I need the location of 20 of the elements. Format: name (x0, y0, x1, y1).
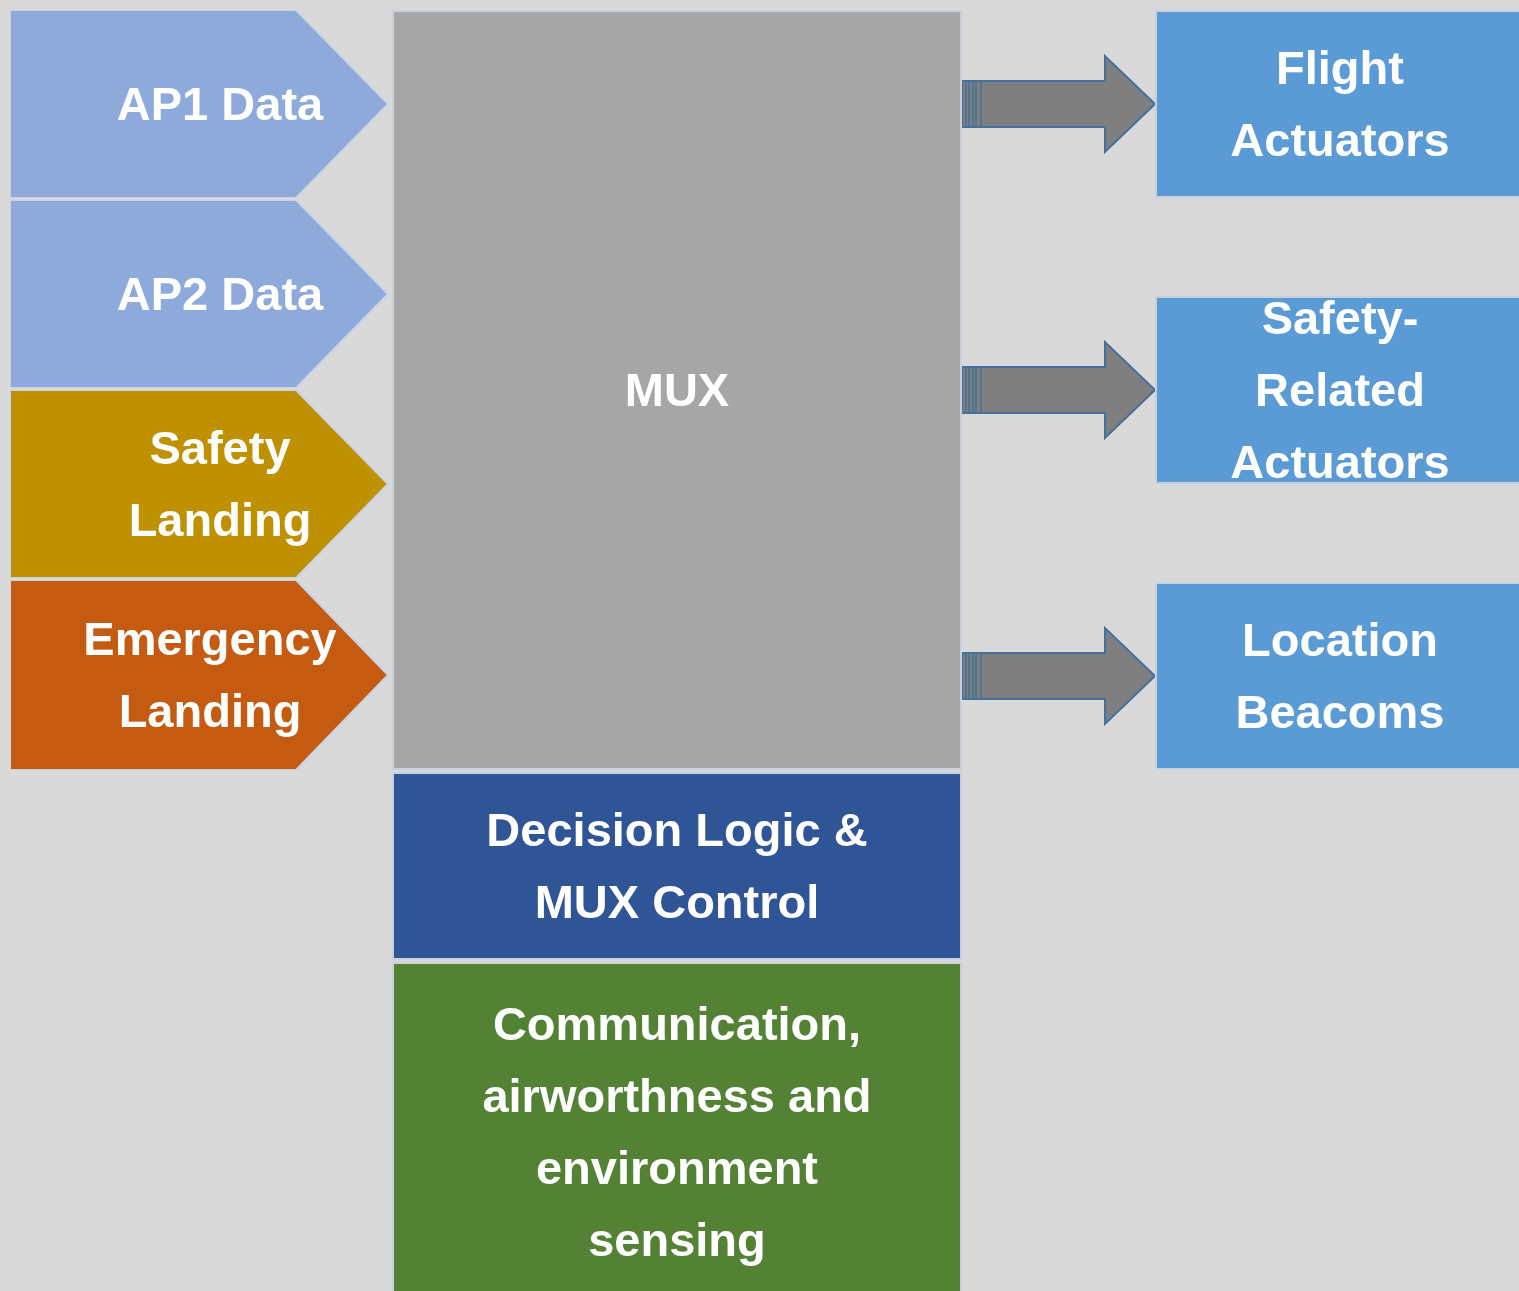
process-box (392, 962, 962, 1291)
chevron-arrow-shape (10, 200, 390, 388)
node-label: Decision Logic & MUX Control (485, 802, 869, 930)
chevron-arrow-shape (10, 10, 390, 198)
chevron-arrow-shape (10, 580, 390, 770)
node-label: Safety-Related Actuators (1229, 290, 1451, 490)
node-label: MUX (623, 362, 731, 418)
chevron-arrow-shape (10, 390, 390, 578)
node-label: AP1 Data (115, 76, 325, 132)
process-box (1155, 10, 1519, 198)
process-box (1155, 296, 1519, 484)
node-label: Location Beacoms (1234, 612, 1446, 740)
node-label: Communication, airworthness and environment sensing (481, 996, 873, 1268)
process-box (392, 772, 962, 960)
node-label: Emergency Landing (82, 611, 338, 739)
node-label: Safety Landing (127, 420, 313, 548)
node-label: AP2 Data (115, 266, 325, 322)
process-box (392, 10, 962, 770)
node-label: Flight Actuators (1229, 40, 1451, 168)
process-box (1155, 582, 1519, 770)
